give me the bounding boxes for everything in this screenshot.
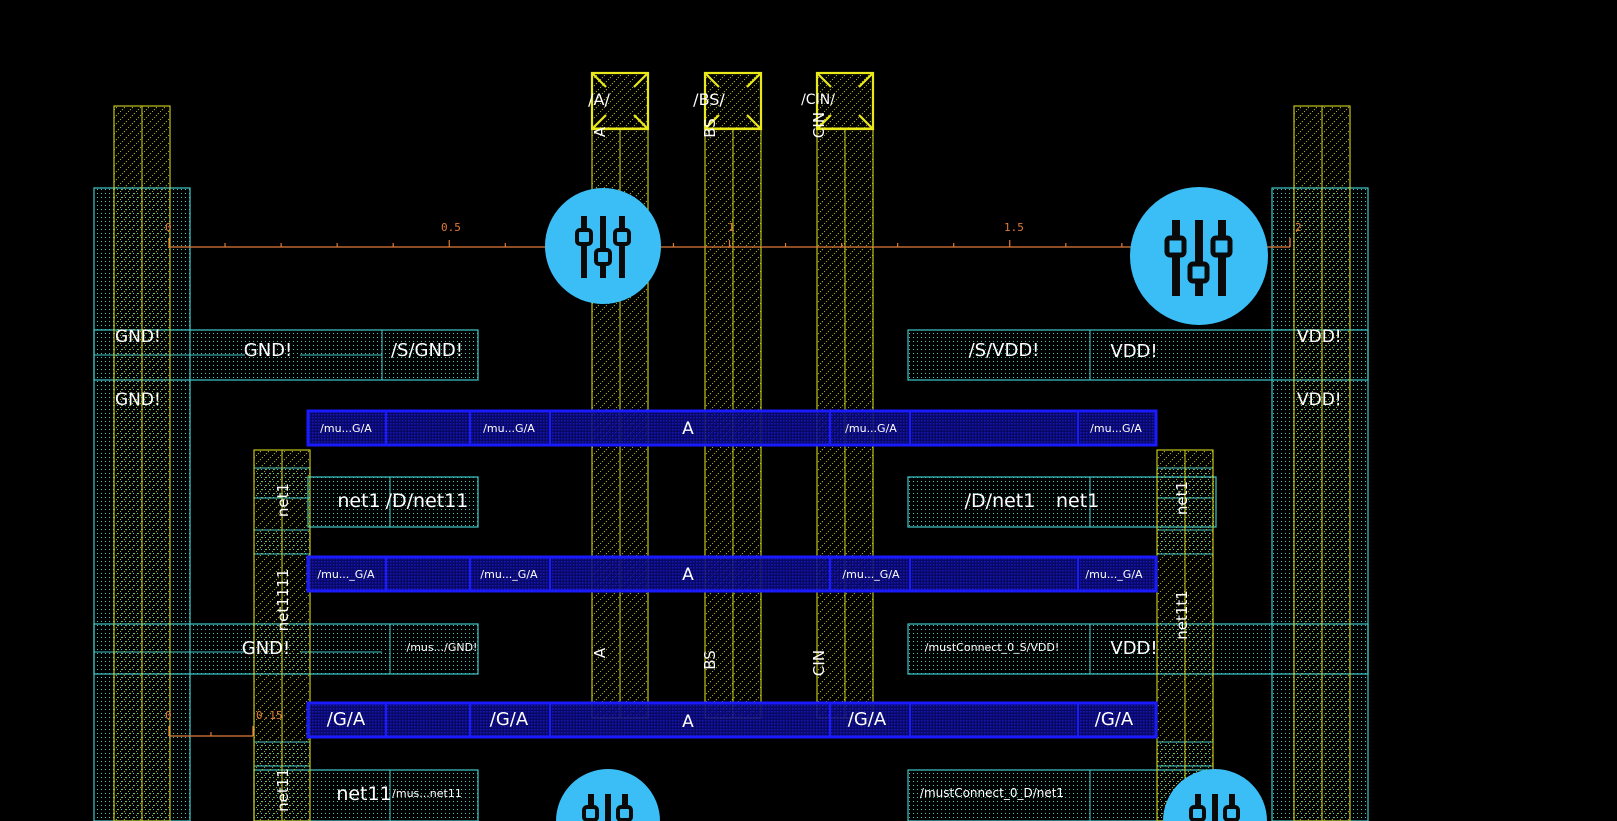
- metal-strap-2: [307, 476, 479, 528]
- rail-label-gnd-1: GND!: [115, 327, 161, 347]
- gate0-label-4: /mu...G/A: [1090, 422, 1142, 435]
- ruler-tick-2: 2: [1295, 221, 1302, 234]
- net-label-left-net1111: net1111: [274, 569, 292, 632]
- net-label-right-net1t1: net1t1: [1173, 590, 1191, 640]
- row0-left-term: /S/GND!: [391, 340, 463, 361]
- ruler-labels: 0 0.5 1 1.5 2 0 0.15: [165, 221, 1302, 722]
- pin-x-mark-0: [591, 72, 649, 130]
- net-label-right-net1: net1: [1173, 481, 1191, 515]
- gate2-label-1: /G/A: [490, 709, 529, 730]
- adjustments-button-1[interactable]: [545, 188, 661, 304]
- pin-x-mark-2: [816, 72, 874, 130]
- adjustments-button-2[interactable]: [1130, 187, 1268, 325]
- gate0-label-1: /mu...G/A: [483, 422, 535, 435]
- ruler-tick-0.5: 0.5: [441, 221, 461, 234]
- net-label-a-bottom: A: [591, 647, 609, 658]
- row0-right-net: VDD!: [1110, 341, 1157, 362]
- gate-bar-1: [306, 555, 1158, 593]
- gate2-label-3: /G/A: [848, 709, 887, 730]
- ruler-tick-1: 1: [728, 221, 735, 234]
- ruler-tick-0: 0: [165, 221, 172, 234]
- row1-left-net: net1: [337, 490, 380, 512]
- gate1-label-2: A: [682, 565, 694, 585]
- rail-label-vdd-1: VDD!: [1297, 327, 1342, 347]
- sliders-icon: [1189, 794, 1240, 821]
- pin-x-mark-1: [704, 72, 762, 130]
- labels-layer: /A/ /BS/ /CIN/ A BS CIN A BS CIN net1 ne…: [115, 90, 1342, 812]
- sliders-icon: [1164, 220, 1233, 296]
- ruler2-tick-0.15: 0.15: [256, 709, 283, 722]
- row2-left-net: GND!: [242, 638, 291, 659]
- rail-label-vdd-2: VDD!: [1297, 390, 1342, 410]
- gate2-label-2: A: [682, 712, 694, 732]
- ruler2-tick-0: 0: [165, 709, 172, 722]
- row2-left-term: /mus.../GND!: [407, 641, 478, 654]
- row2-right-term: /mustConnect_0_S/VDD!: [925, 641, 1059, 654]
- net-label-bs-top: BS: [701, 118, 719, 138]
- row3-left-term: /mus...net11: [392, 787, 462, 800]
- gate0-label-2: A: [682, 419, 694, 439]
- gate1-label-4: /mu..._G/A: [1085, 568, 1143, 581]
- pin-label-a[interactable]: /A/: [588, 90, 610, 109]
- net-label-a-top: A: [591, 126, 609, 137]
- gate-bar-0: [306, 409, 1158, 447]
- gate-bar-2: [306, 701, 1158, 739]
- row3-left-net: net11: [336, 783, 391, 805]
- row3-right-term: /mustConnect_0_D/net1: [920, 786, 1064, 800]
- net-label-cin-top: CIN: [810, 112, 828, 138]
- row2-right-net: VDD!: [1110, 638, 1157, 659]
- sliders-icon: [575, 216, 631, 278]
- gate-layer: [306, 409, 1158, 739]
- gate-labels-layer: /mu...G/A /mu...G/A A /mu...G/A /mu...G/…: [317, 419, 1143, 732]
- net-label-left-net11: net11: [274, 768, 292, 812]
- rail-label-gnd-2: GND!: [115, 390, 161, 410]
- metal-strap-5: [907, 623, 1369, 675]
- adjustments-button-3[interactable]: [556, 769, 660, 821]
- row1-right-net: net1: [1056, 490, 1099, 512]
- gate2-label-4: /G/A: [1095, 709, 1134, 730]
- row1-left-term: /D/net11: [386, 490, 469, 512]
- pin-label-bs[interactable]: /BS/: [693, 90, 725, 109]
- gate0-label-3: /mu...G/A: [845, 422, 897, 435]
- ruler-layer: [168, 238, 1291, 737]
- ruler-tick-1.5: 1.5: [1004, 221, 1024, 234]
- row1-right-term: /D/net1: [965, 490, 1036, 512]
- gate1-label-1: /mu..._G/A: [480, 568, 538, 581]
- gate2-label-0: /G/A: [327, 709, 366, 730]
- metal-strap-1: [907, 329, 1369, 381]
- sliders-icon: [582, 794, 633, 821]
- net-label-cin-bottom: CIN: [810, 650, 828, 676]
- net-label-left-net1: net1: [274, 483, 292, 517]
- gate1-label-0: /mu..._G/A: [317, 568, 375, 581]
- gate0-label-0: /mu...G/A: [320, 422, 372, 435]
- gate1-label-3: /mu..._G/A: [842, 568, 900, 581]
- adjustments-button-4[interactable]: [1163, 769, 1267, 821]
- net-label-bs-bottom: BS: [701, 650, 719, 670]
- row0-left-net: GND!: [244, 340, 293, 361]
- row0-right-term: /S/VDD!: [969, 340, 1040, 361]
- pin-label-cin[interactable]: /CIN/: [801, 92, 835, 108]
